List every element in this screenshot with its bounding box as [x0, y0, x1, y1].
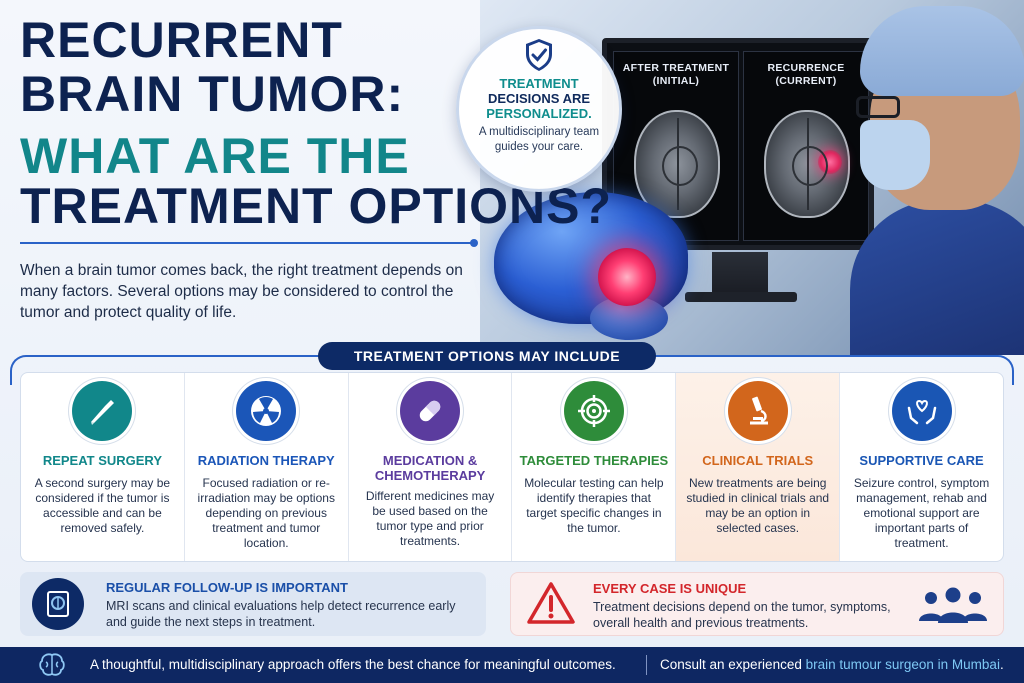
brain-icon: [39, 653, 65, 676]
option-text: A second surgery may be considered if th…: [34, 476, 171, 535]
footer-bar: A thoughtful, multidisciplinary approach…: [0, 647, 1024, 683]
scalpel-icon: [72, 381, 133, 441]
target-icon: [563, 381, 624, 441]
option-text: Different medicines may be used based on…: [365, 489, 495, 548]
footer-cta-prefix: Consult an experienced: [660, 657, 806, 672]
scan-panel-current: RECURRENCE (CURRENT): [743, 51, 869, 241]
heart-hands-icon: [891, 381, 952, 441]
footer-cta: Consult an experienced brain tumour surg…: [660, 657, 1004, 672]
option-title: TARGETED THERAPIES: [519, 453, 669, 468]
option-title: CLINICAL TRIALS: [702, 453, 814, 468]
mri-brain-scan-current: [764, 110, 850, 218]
unique-text: Treatment decisions depend on the tumor,…: [593, 600, 891, 630]
surgeon-figure: [850, 0, 1024, 355]
option-medication-chemotherapy: MEDICATION & CHEMOTHERAPY Different medi…: [349, 373, 513, 561]
option-text: New treatments are being studied in clin…: [686, 476, 830, 535]
surgeon-scrubs: [850, 200, 1024, 355]
option-title: RADIATION THERAPY: [197, 453, 335, 468]
option-title: SUPPORTIVE CARE: [859, 453, 984, 468]
radiation-icon: [236, 381, 297, 441]
option-text: Seizure control, symptom management, reh…: [853, 476, 990, 550]
title-line-2: BRAIN TUMOR:: [20, 66, 405, 122]
footer-cta-suffix: .: [999, 657, 1004, 672]
callout-title-line-1: TREATMENT: [499, 76, 579, 91]
personalized-callout: TREATMENT DECISIONS ARE PERSONALIZED. A …: [456, 26, 622, 192]
callout-title-line-2: DECISIONS ARE: [487, 91, 591, 106]
title-line-1: RECURRENT: [20, 12, 343, 68]
shield-check-icon: [526, 39, 552, 71]
followup-box: REGULAR FOLLOW-UP IS IMPORTANT MRI scans…: [20, 572, 486, 636]
surgical-mask: [860, 120, 930, 190]
mri-brain-scan-initial: [634, 110, 720, 218]
intro-paragraph: When a brain tumor comes back, the right…: [20, 262, 463, 321]
unique-title: EVERY CASE IS UNIQUE: [593, 581, 747, 596]
option-title-line-1: MEDICATION &: [382, 453, 478, 468]
pill-icon: [400, 381, 461, 441]
footer-divider: [646, 655, 647, 675]
option-supportive-care: SUPPORTIVE CARE Seizure control, symptom…: [840, 373, 1003, 561]
option-title: MEDICATION & CHEMOTHERAPY: [349, 453, 512, 483]
mri-scan-icon: [32, 578, 84, 630]
unique-case-box: EVERY CASE IS UNIQUE Treatment decisions…: [510, 572, 1004, 636]
people-group-icon: [919, 587, 987, 623]
option-title-line-2: CHEMOTHERAPY: [374, 468, 486, 483]
callout-text: A multidisciplinary team guides your car…: [478, 126, 600, 153]
surgical-cap: [860, 6, 1024, 96]
option-repeat-surgery: REPEAT SURGERY A second surgery may be c…: [21, 373, 185, 561]
surgeon-glasses: [856, 96, 900, 118]
mri-monitor: AFTER TREATMENT (INITIAL) RECURRENCE (CU…: [602, 38, 874, 250]
monitor-base: [685, 292, 797, 302]
microscope-icon: [727, 381, 788, 441]
brain-illustration: [494, 192, 688, 350]
callout-title-line-3: PERSONALIZED.: [486, 106, 592, 121]
scan-label-initial: AFTER TREATMENT (INITIAL): [622, 62, 730, 87]
followup-title: REGULAR FOLLOW-UP IS IMPORTANT: [106, 580, 348, 595]
title-line-3: WHAT ARE THE: [20, 128, 410, 184]
scan-tumor-highlight: [818, 150, 842, 174]
options-banner: TREATMENT OPTIONS MAY INCLUDE: [318, 342, 656, 370]
hero-image: AFTER TREATMENT (INITIAL) RECURRENCE (CU…: [480, 0, 1024, 355]
option-radiation-therapy: RADIATION THERAPY Focused radiation or r…: [185, 373, 349, 561]
title-divider: [20, 239, 478, 247]
footer-message: A thoughtful, multidisciplinary approach…: [90, 657, 616, 672]
treatment-options-grid: REPEAT SURGERY A second surgery may be c…: [20, 372, 1004, 562]
surgeon-link[interactable]: brain tumour surgeon in Mumbai: [805, 657, 1000, 672]
monitor-stand: [712, 252, 768, 294]
option-text: Molecular testing can help identify ther…: [524, 476, 664, 535]
title-line-4: TREATMENT OPTIONS?: [20, 178, 613, 234]
warning-icon: [527, 582, 575, 624]
option-title: REPEAT SURGERY: [42, 453, 162, 468]
scan-label-current: RECURRENCE (CURRENT): [767, 62, 845, 87]
followup-text: MRI scans and clinical evaluations help …: [106, 599, 456, 629]
option-targeted-therapies: TARGETED THERAPIES Molecular testing can…: [512, 373, 677, 561]
brain-tumor-highlight: [598, 248, 656, 306]
option-clinical-trials: CLINICAL TRIALS New treatments are being…: [676, 373, 841, 561]
option-text: Focused radiation or re-irradiation may …: [197, 476, 335, 550]
